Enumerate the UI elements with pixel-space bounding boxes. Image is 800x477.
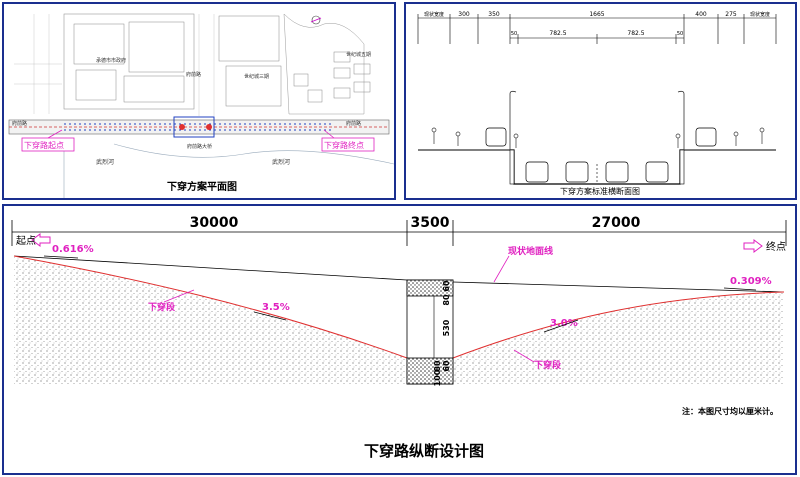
struct-dim: 60 bbox=[442, 280, 451, 292]
dim-label: 782.5 bbox=[627, 30, 644, 37]
building-label: 世纪城三期 bbox=[244, 73, 269, 80]
dim-label: 300 bbox=[458, 11, 470, 18]
dim-label: 50 bbox=[677, 31, 683, 37]
unit-note: 注：本图尺寸均以厘米计。 bbox=[682, 406, 778, 416]
cross-section-title: 下穿方案标准横断面图 bbox=[560, 186, 640, 196]
struct-dim: 60 bbox=[442, 360, 451, 372]
struct-dim: 80 bbox=[442, 294, 451, 306]
dim-label: 1665 bbox=[589, 11, 604, 18]
end-marker-box bbox=[321, 137, 375, 152]
end-arrow-icon bbox=[743, 239, 763, 253]
struct-dim: 530 bbox=[442, 319, 451, 336]
underpass-label: 下穿段 bbox=[148, 301, 176, 313]
cross-section-drawing: 现状宽度 300 350 1665 400 275 现状宽度 50 782.5 … bbox=[417, 11, 777, 196]
river-label: 武烈河 bbox=[272, 158, 290, 166]
road-label: 府前路 bbox=[186, 71, 201, 78]
road-label: 府前路 bbox=[12, 120, 27, 127]
longitudinal-profile-panel: 30000 3500 27000 起点 终点 60 80 530 80 60 1… bbox=[2, 204, 797, 475]
building-label: 承德市市政府 bbox=[96, 57, 126, 64]
underpass-label: 下穿段 bbox=[534, 359, 562, 371]
dim-label: 50 bbox=[511, 31, 517, 37]
slope-label: 0.309% bbox=[730, 276, 772, 287]
plan-view-panel: 下穿路起点 下穿路终点 承德市市政府 府前路 世纪城五期 世纪城三期 府前路 府… bbox=[2, 2, 396, 200]
dim-label: 350 bbox=[488, 11, 500, 18]
dim-30000: 30000 bbox=[190, 215, 239, 231]
dim-label: 782.5 bbox=[549, 30, 566, 37]
slope-label: 3.5% bbox=[262, 302, 290, 313]
ground-line-label: 现状地面线 bbox=[508, 245, 553, 257]
road-label: 府前路 bbox=[346, 120, 361, 127]
dim-label: 现状宽度 bbox=[750, 11, 770, 18]
plan-title: 下穿方案平面图 bbox=[167, 180, 237, 193]
plan-view-drawing: 下穿路起点 下穿路终点 承德市市政府 府前路 世纪城五期 世纪城三期 府前路 府… bbox=[8, 13, 394, 198]
dim-label: 275 bbox=[725, 11, 737, 18]
start-arrow-icon bbox=[31, 233, 51, 247]
end-label: 终点 bbox=[766, 240, 786, 253]
building-label: 世纪城五期 bbox=[346, 51, 371, 58]
plan-start-label: 下穿路起点 bbox=[24, 140, 64, 150]
cross-section-panel: 现状宽度 300 350 1665 400 275 现状宽度 50 782.5 … bbox=[404, 2, 797, 200]
dim-label: 现状宽度 bbox=[424, 11, 444, 18]
plan-end-label: 下穿路终点 bbox=[324, 140, 364, 150]
dim-27000: 27000 bbox=[592, 215, 641, 231]
slope-label: 0.616% bbox=[52, 244, 94, 255]
struct-dim: 100 bbox=[433, 369, 442, 386]
start-label: 起点 bbox=[16, 235, 36, 247]
profile-title: 下穿路纵断设计图 bbox=[364, 442, 484, 460]
struct-dim: 80 bbox=[433, 360, 442, 372]
slope-label: 3.0% bbox=[550, 318, 578, 329]
longitudinal-profile-drawing: 30000 3500 27000 起点 终点 60 80 530 80 60 1… bbox=[11, 215, 787, 460]
bridge-label: 府前路大桥 bbox=[187, 143, 212, 150]
dim-label: 400 bbox=[695, 11, 707, 18]
river-label: 武烈河 bbox=[96, 158, 114, 166]
dim-3500: 3500 bbox=[411, 215, 450, 231]
